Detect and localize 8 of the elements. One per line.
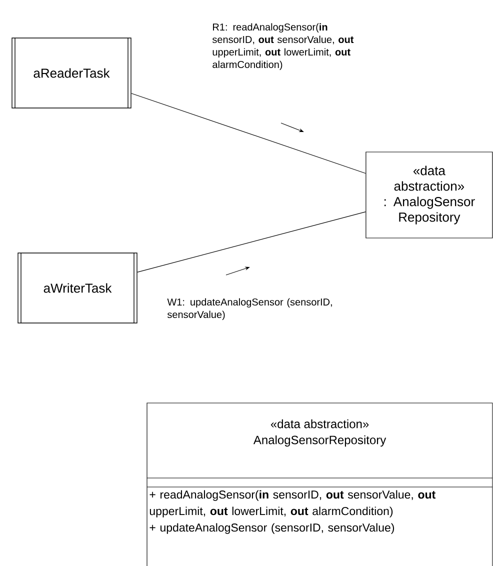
task-box: aReaderTask <box>12 38 132 108</box>
edge-label: R1: readAnalogSensor(in sensorID, out sensorValue, out upperLimit, out lowerLimit, out alarmCondition) <box>212 23 354 70</box>
connector <box>131 93 366 174</box>
class-box: «data abstraction» AnalogSensorRepository + readAnalogSensor(in sensorID, out sensorValue, out upperLimit, out lowerLimit, out alarmCondition) + updateAnalogSensor (sensorID, sensorValue) <box>146 402 493 566</box>
task-box: aWriterTask <box>18 252 138 324</box>
object-box: «data abstraction» : AnalogSensor Repository <box>366 152 493 238</box>
edge-label: W1: updateAnalogSensor (sensorID, sensorValue) <box>167 298 332 320</box>
connector <box>137 211 366 272</box>
